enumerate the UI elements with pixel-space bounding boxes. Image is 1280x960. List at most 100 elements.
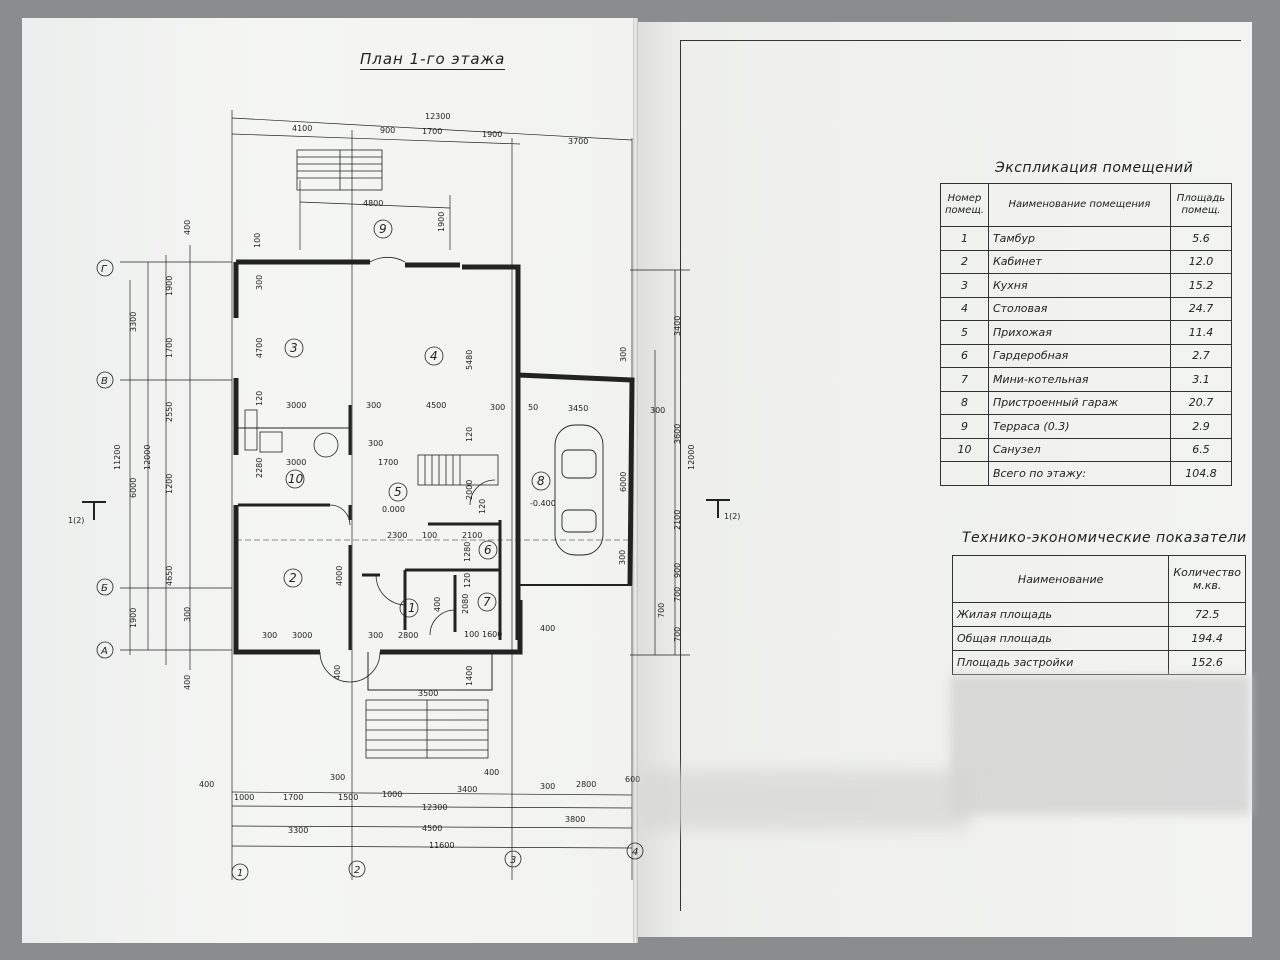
dim-left: 100 [253, 233, 262, 248]
room-name: Столовая [987, 296, 1172, 321]
dim-inner: 2300 [387, 531, 407, 540]
dim-right: 900 [673, 563, 682, 578]
redacted-stamp [950, 675, 1250, 815]
table-total-row: Всего по этажу:104.8 [940, 461, 1232, 486]
axis-label-b: Б [101, 583, 108, 594]
indicator-name: Площадь застройки [951, 650, 1170, 675]
dim-bottom: 3800 [565, 815, 585, 824]
dim-bottom: 1500 [338, 793, 358, 802]
dim-inner: 3000 [286, 401, 306, 410]
dim-right: 700 [673, 587, 682, 602]
dim-left: 400 [183, 220, 192, 235]
indicator-name: Жилая площадь [951, 602, 1170, 627]
dim-right: 3400 [673, 316, 682, 336]
tep-table: Наименование Количество м.кв. Жилая площ… [951, 555, 1246, 675]
dim-inner: 1600 [482, 630, 502, 639]
dim-inner: 4000 [335, 566, 344, 586]
axis-markers [96, 219, 644, 881]
room-number-5: 5 [394, 485, 402, 499]
dim-right: 3600 [673, 424, 682, 444]
dim-top: 12300 [425, 112, 450, 121]
dim-top: 3700 [568, 137, 588, 146]
axis-label-4: 4 [632, 847, 638, 858]
table-header-row: Наименование Количество м.кв. [951, 555, 1246, 603]
level-mark-floor: 0.000 [382, 505, 405, 514]
dim-inner: 3450 [568, 404, 588, 413]
dim-bottom: 4500 [422, 824, 442, 833]
dim-right: 700 [673, 627, 682, 642]
dim-bottom: 2800 [576, 780, 596, 789]
dim-bottom: 11600 [429, 841, 454, 850]
section-label-right: 1(2) [724, 512, 740, 521]
room-area: 15.2 [1170, 273, 1232, 298]
dim-left: 1200 [165, 474, 174, 494]
dim-inner: 300 [618, 550, 627, 565]
dim-top: 1900 [437, 212, 446, 232]
room-num: 5 [940, 320, 989, 345]
dimension-lines [120, 110, 690, 880]
dim-bottom: 1000 [382, 790, 402, 799]
car-icon [554, 424, 604, 556]
dim-left: 1900 [165, 276, 174, 296]
room-area: 20.7 [1170, 390, 1232, 415]
dim-inner: 2080 [461, 594, 470, 614]
dim-inner: 1280 [463, 542, 472, 562]
dim-left: 1900 [129, 608, 138, 628]
dim-inner: 100 [464, 630, 479, 639]
dim-inner: 5480 [465, 350, 474, 370]
room-area: 2.9 [1170, 414, 1232, 439]
room-num: 8 [940, 390, 989, 415]
total-value: 104.8 [1170, 461, 1232, 486]
level-mark-garage: -0.400 [530, 499, 556, 508]
room-area: 12.0 [1170, 249, 1232, 274]
outer-walls [233, 259, 635, 655]
room-number-4: 4 [430, 349, 438, 363]
dim-inner: 400 [333, 665, 342, 680]
dim-inner: 300 [368, 631, 383, 640]
section-marks [82, 499, 730, 520]
room-area: 3.1 [1170, 367, 1232, 392]
dim-bottom: 1000 [234, 793, 254, 802]
room-name: Тамбур [987, 226, 1172, 251]
interior-walls [238, 405, 632, 650]
dim-right: 2100 [673, 510, 682, 530]
dim-top: 1900 [482, 130, 502, 139]
redacted-area [640, 770, 970, 830]
room-number-10: 10 [288, 472, 304, 486]
dim-right: 12000 [687, 445, 696, 470]
room-num: 1 [940, 226, 989, 251]
dim-inner: 1700 [378, 458, 398, 467]
dim-right: 300 [619, 347, 628, 362]
room-area: 2.7 [1170, 343, 1232, 368]
dim-left: 6000 [129, 478, 138, 498]
room-num: 10 [940, 437, 989, 462]
dim-bottom: 600 [625, 775, 640, 784]
dim-left: 2280 [255, 458, 264, 478]
room-name: Прихожая [987, 320, 1172, 345]
column-header: Наименование [951, 555, 1170, 603]
room-number-8: 8 [537, 474, 545, 488]
drawing-frame [680, 40, 1241, 911]
dim-inner: 1400 [465, 666, 474, 686]
dim-inner: 100 [422, 531, 437, 540]
dim-inner: 3000 [292, 631, 312, 640]
stairs [296, 149, 499, 759]
room-area: 5.6 [1170, 226, 1232, 251]
dim-top: 4100 [292, 124, 312, 133]
column-header: Номер помещ. [940, 183, 989, 227]
room-number-1: 1 [408, 601, 416, 615]
room-name: Кабинет [987, 249, 1172, 274]
dim-inner: 120 [465, 427, 474, 442]
dim-inner: 300 [650, 406, 665, 415]
dim-top: 900 [380, 126, 395, 135]
